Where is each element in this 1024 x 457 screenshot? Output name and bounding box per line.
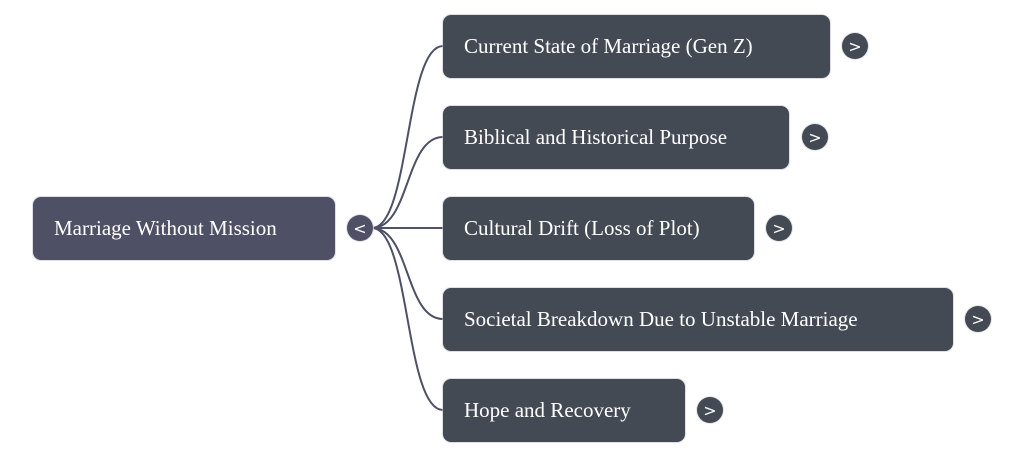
child-node-biblical-purpose[interactable]: Biblical and Historical Purpose xyxy=(443,106,789,169)
child-node-hope-recovery[interactable]: Hope and Recovery xyxy=(443,379,685,442)
chevron-left-icon: < xyxy=(353,218,367,238)
child-node-label: Societal Breakdown Due to Unstable Marri… xyxy=(464,307,858,331)
chevron-right-icon: > xyxy=(703,400,717,420)
expand-button-cultural-drift[interactable]: > xyxy=(766,215,792,241)
root-node-label: Marriage Without Mission xyxy=(54,216,277,240)
child-node-label: Cultural Drift (Loss of Plot) xyxy=(464,216,700,240)
connector-line xyxy=(371,136,444,229)
chevron-right-icon: > xyxy=(971,309,985,329)
expand-button-current-state[interactable]: > xyxy=(842,33,868,59)
root-node[interactable]: Marriage Without Mission xyxy=(33,197,335,260)
connector-line xyxy=(371,227,444,411)
chevron-right-icon: > xyxy=(848,36,862,56)
connector-line xyxy=(371,227,444,320)
expand-button-societal-breakdown[interactable]: > xyxy=(965,306,991,332)
child-node-label: Current State of Marriage (Gen Z) xyxy=(464,34,753,58)
child-node-label: Hope and Recovery xyxy=(464,398,631,422)
collapse-button[interactable]: < xyxy=(347,215,373,241)
child-node-societal-breakdown[interactable]: Societal Breakdown Due to Unstable Marri… xyxy=(443,288,953,351)
child-node-cultural-drift[interactable]: Cultural Drift (Loss of Plot) xyxy=(443,197,754,260)
chevron-right-icon: > xyxy=(808,127,822,147)
connector-line xyxy=(371,45,444,229)
child-node-current-state[interactable]: Current State of Marriage (Gen Z) xyxy=(443,15,830,78)
child-node-label: Biblical and Historical Purpose xyxy=(464,125,728,149)
expand-button-biblical-purpose[interactable]: > xyxy=(802,124,828,150)
expand-button-hope-recovery[interactable]: > xyxy=(697,397,723,423)
chevron-right-icon: > xyxy=(772,218,786,238)
